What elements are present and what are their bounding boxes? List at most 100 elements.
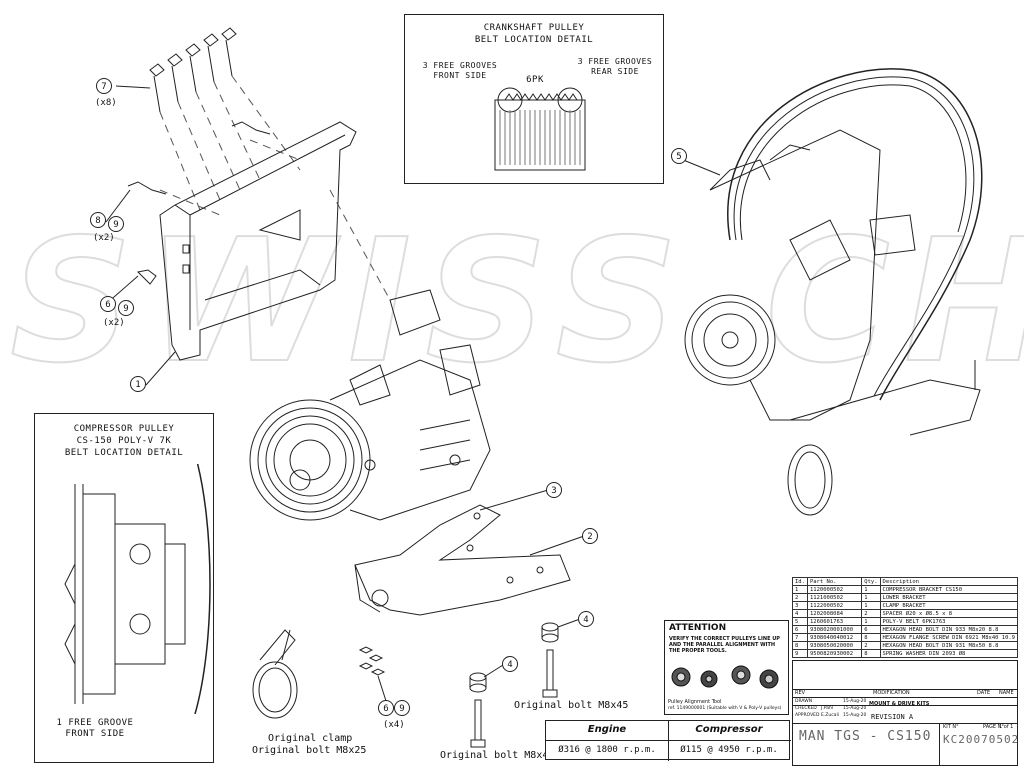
parts-list-cell: HEXAGON HEAD BOLT DIN 931 M8x50 8.8 [879, 641, 1019, 650]
vehicle-title: MAN TGS - CS150 [799, 729, 932, 744]
parts-list-cell: 9 [792, 649, 808, 658]
parts-list-cell: 8 [861, 649, 881, 658]
parts-list-cell: 1 [861, 601, 881, 610]
name-col: NAME [999, 690, 1014, 696]
parts-list-cell: HEXAGON FLANGE SCREW DIN 6921 M8x40 10.9 [879, 633, 1019, 642]
compressor-pulley-sketch [64, 464, 211, 714]
parts-list-cell: 8 [861, 633, 881, 642]
compressor-detail-bottom-1: 1 FREE GROOVE [56, 718, 134, 728]
title-block: REV MODIFICATION DATE NAME DRAWN CHECKED… [792, 660, 1018, 766]
ratio-compressor-header: Compressor [695, 724, 763, 735]
parts-list-cell: 7 [792, 633, 808, 642]
crank-belt-label: 6PK [526, 75, 544, 85]
parts-list-cell: LOWER BRACKET [879, 593, 1019, 602]
clamp-note-2: Original bolt M8x25 [252, 745, 367, 756]
parts-col-partno: Part No. [806, 577, 863, 586]
callout-9a: 9 [108, 216, 124, 232]
attention-tool-label: Pulley Alignment Tool [668, 699, 722, 705]
parts-list-cell: 1260601763 [806, 617, 863, 626]
parts-col-desc: Description [879, 577, 1019, 586]
bolt-bottom-note: Original bolt M8x45 [440, 750, 555, 761]
callout-9b: 9 [118, 300, 134, 316]
parts-list-cell: POLY-V BELT 6PK1763 [879, 617, 1019, 626]
approved-name: E.Zucali [821, 713, 839, 718]
clamp-note-1: Original clamp [268, 733, 353, 744]
parts-col-qty: Qty. [861, 577, 881, 586]
parts-list-cell: 9308020001000 [806, 625, 863, 634]
callout-4b: 4 [502, 656, 518, 672]
parts-list-cell: HEXAGON HEAD BOLT DIN 933 M8x20 8.8 [879, 625, 1019, 634]
drawn-date: 15-Aug-20 [843, 699, 867, 704]
parts-list-cell: 1202008084 [806, 609, 863, 618]
callout-8: 8 [90, 212, 106, 228]
checked-label: CHECKED [795, 706, 817, 711]
callout-1: 1 [130, 376, 146, 392]
parts-list-cell: 2 [861, 609, 881, 618]
parts-list-cell: 1120000502 [806, 585, 863, 594]
ratio-engine-value: Ø316 @ 1800 r.p.m. [558, 745, 656, 755]
attention-tool-ref: ref. 1149000001 (Suitable with V & Poly-… [668, 706, 782, 711]
compressor-pulley-detail-panel: COMPRESSOR PULLEY CS-150 POLY-V 7K BELT … [34, 413, 214, 763]
compressor-detail-bottom-2: FRONT SIDE [65, 729, 125, 739]
ratio-compressor-value: Ø115 @ 4950 r.p.m. [680, 745, 778, 755]
parts-list-cell: 1 [792, 585, 808, 594]
watermark-text: SWISS CHIMRA [10, 203, 1024, 401]
callout-4a: 4 [578, 611, 594, 627]
parts-list-cell: SPRING WASHER DIN 2093 Ø8 [879, 649, 1019, 658]
parts-col-id: Id. [792, 577, 808, 586]
assembled-view-drawing [684, 68, 983, 516]
drawn-label: DRAWN [795, 699, 813, 704]
crank-left-label-2: FRONT SIDE [433, 71, 487, 80]
callout-89-qty: (x2) [93, 233, 115, 243]
crankshaft-detail-title-1: CRANKSHAFT PULLEY [483, 23, 585, 33]
crankshaft-pulley-sketch [494, 87, 586, 171]
ratio-engine-header: Engine [587, 724, 627, 735]
kit-label: KIT N° [943, 724, 959, 730]
attention-box: ATTENTION VERIFY THE CORRECT PULLEYS LIN… [664, 620, 789, 715]
parts-list-cell: 9500820930002 [806, 649, 863, 658]
callout-6b: 6 [378, 700, 394, 716]
parts-list-cell: COMPRESSOR BRACKET CS150 [879, 585, 1019, 594]
attention-text-1: VERIFY THE CORRECT PULLEYS LINE UP [669, 636, 780, 642]
parts-list-cell: 3 [792, 601, 808, 610]
parts-list-cell: 4 [792, 609, 808, 618]
parts-list-cell: 2 [861, 641, 881, 650]
crankshaft-detail-title-2: BELT LOCATION DETAIL [474, 35, 594, 45]
crank-right-label-1: 3 FREE GROOVES [577, 57, 653, 66]
page-label: PAGE N° [983, 724, 1004, 730]
parts-list-header-row: Id. Part No. Qty. Description [792, 577, 1019, 586]
spacer-and-bolt-right [541, 622, 559, 698]
approved-date: 15-Aug-20 [843, 713, 867, 718]
parts-list-cell: 1 [861, 593, 881, 602]
callout-69-qty: (x2) [103, 318, 125, 328]
parts-list-cell: 1121000502 [806, 593, 863, 602]
kit-number: KC20070502 [943, 733, 1020, 746]
revision-label: REVISION A [871, 713, 914, 721]
date-col: DATE [977, 690, 991, 696]
parts-list-cell: 1122000502 [806, 601, 863, 610]
pulley-ratio-table: Engine Compressor Ø316 @ 1800 r.p.m. Ø11… [545, 720, 791, 761]
crankshaft-detail-panel: CRANKSHAFT PULLEY BELT LOCATION DETAIL 3… [404, 14, 664, 184]
callout-3: 3 [546, 482, 562, 498]
parts-list-cell: 6 [792, 625, 808, 634]
attention-title: ATTENTION [669, 623, 727, 633]
parts-list-cell: 6 [861, 625, 881, 634]
compressor-detail-title-3: BELT LOCATION DETAIL [64, 448, 184, 458]
compressor-detail-title-2: CS-150 POLY-V 7K [76, 436, 172, 446]
compressor-detail-title-1: COMPRESSOR PULLEY [73, 424, 175, 434]
callout-7: 7 [96, 78, 112, 94]
parts-list-cell: 2 [792, 593, 808, 602]
bolt-right-note: Original bolt M8x45 [514, 700, 629, 711]
parts-list-cell: 8 [792, 641, 808, 650]
approved-label: APPROVED [795, 713, 820, 718]
